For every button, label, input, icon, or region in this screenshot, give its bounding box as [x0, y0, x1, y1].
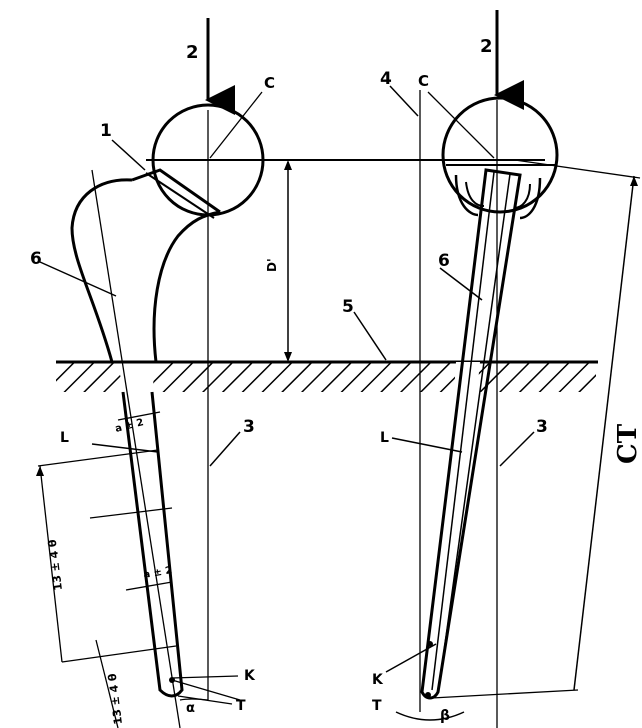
label-K-left: K: [244, 668, 256, 684]
label-T-right: T: [372, 698, 382, 714]
label-center-left: C: [264, 74, 275, 92]
label-1: 1: [100, 121, 112, 141]
left-view: [36, 18, 545, 728]
label-dim-d: 13 ± 4 θ: [106, 672, 125, 725]
right-stem-outline: [420, 168, 522, 700]
right-view: [353, 10, 641, 728]
label-CT: CT: [613, 423, 642, 464]
label-5: 5: [342, 297, 354, 317]
label-center-right: C: [418, 72, 429, 90]
left-stem-outline: [70, 178, 221, 364]
label-load-left: 2: [186, 42, 199, 63]
label-4: 4: [380, 69, 392, 89]
label-dim-b: a ± 2: [143, 565, 174, 581]
embedding-ground: [56, 360, 598, 392]
label-beta: β: [440, 708, 450, 724]
right-femoral-head: [441, 96, 559, 214]
label-6-left: 6: [30, 249, 42, 269]
label-D-prime: D': [265, 258, 279, 272]
label-K-right: K: [372, 672, 384, 688]
label-3-right: 3: [536, 417, 548, 437]
label-L-right: L: [380, 430, 389, 446]
label-dim-c: 13 ± 4 θ: [46, 538, 65, 591]
label-alpha: α: [186, 701, 195, 716]
label-T-left: T: [236, 698, 246, 714]
label-3-left: 3: [243, 417, 255, 437]
label-6-right: 6: [438, 251, 450, 271]
label-load-right: 2: [480, 36, 493, 57]
label-L-left: L: [60, 430, 69, 446]
